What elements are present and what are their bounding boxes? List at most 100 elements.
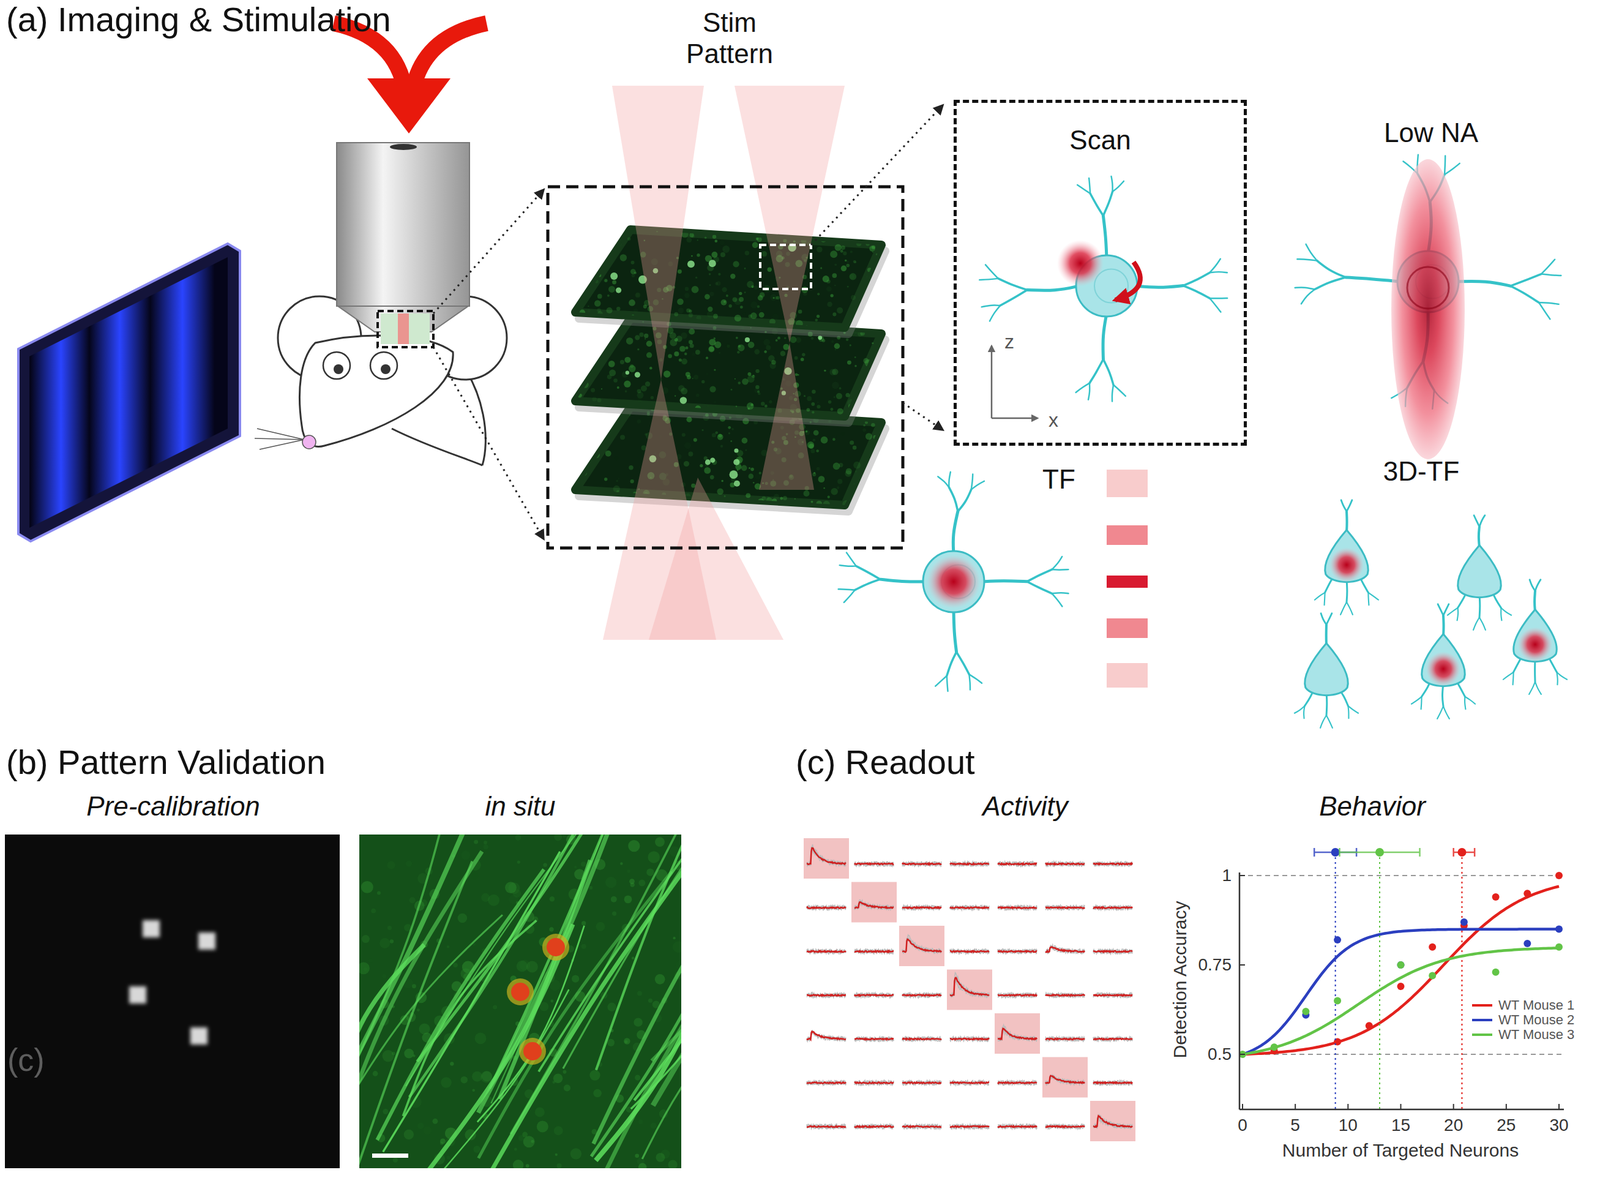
fluorescence-speck bbox=[852, 398, 860, 406]
target-cell bbox=[523, 1041, 542, 1061]
fluorescence-speck bbox=[382, 1049, 395, 1062]
trial-trace bbox=[1045, 1123, 1085, 1129]
fluorescence-speck bbox=[590, 315, 592, 318]
fluorescence-speck bbox=[593, 1088, 602, 1098]
fluorescence-speck bbox=[631, 273, 636, 278]
fluorescence-speck bbox=[576, 358, 579, 360]
mean-trace bbox=[1045, 863, 1085, 865]
fluorescence-speck bbox=[631, 314, 635, 317]
fluorescence-speck bbox=[607, 1002, 616, 1012]
fluorescence-speck bbox=[724, 274, 728, 278]
fluorescence-speck bbox=[641, 321, 649, 329]
fluorescence-speck bbox=[693, 438, 698, 442]
fluorescence-speck bbox=[811, 336, 815, 340]
trial-trace bbox=[997, 992, 1037, 998]
fluorescence-speck bbox=[859, 413, 863, 417]
mouse-head bbox=[299, 335, 453, 447]
fluorescence-speck bbox=[869, 245, 876, 252]
dendrite bbox=[971, 481, 985, 490]
dendrite bbox=[953, 511, 958, 554]
trial-trace bbox=[1045, 905, 1085, 911]
dendrite bbox=[998, 278, 1028, 291]
fluorescence-speck bbox=[826, 286, 832, 292]
dendrite bbox=[1510, 274, 1542, 287]
fluorescence-speck bbox=[703, 467, 711, 474]
dendrite bbox=[1346, 601, 1353, 615]
fluorescence-speck bbox=[703, 456, 708, 460]
fluorescence-speck bbox=[867, 267, 872, 272]
fluorescence-speck bbox=[580, 440, 585, 445]
fluorescence-speck bbox=[859, 331, 865, 337]
fluorescence-speck bbox=[706, 310, 714, 318]
fluorescence-speck bbox=[754, 285, 759, 290]
fluorescence-speck bbox=[608, 360, 616, 368]
fluorescence-speck bbox=[403, 1129, 414, 1140]
tick-mark bbox=[1239, 964, 1245, 966]
trial-trace bbox=[806, 1080, 846, 1086]
trial-trace bbox=[902, 1123, 942, 1129]
dendrite bbox=[1538, 302, 1550, 319]
fluorescence-speck bbox=[579, 366, 585, 372]
fluorescence-speck bbox=[648, 998, 653, 1003]
fluorescence-speck bbox=[593, 451, 600, 458]
fluorescence-speck bbox=[633, 1017, 643, 1026]
data-point bbox=[1555, 943, 1563, 951]
fluorescence-speck bbox=[827, 495, 830, 499]
dendrite bbox=[1183, 272, 1210, 286]
mean-trace bbox=[902, 1082, 942, 1084]
fluorescence-speck bbox=[816, 246, 823, 253]
trial-trace bbox=[949, 905, 990, 910]
fluorescence-speck bbox=[604, 477, 608, 481]
fluorescence-speck bbox=[878, 471, 881, 474]
fluorescence-speck bbox=[876, 273, 879, 276]
fluorescence-speck bbox=[858, 414, 862, 419]
fluorescence-speck bbox=[553, 834, 562, 841]
fluorescence-speck bbox=[716, 487, 724, 495]
mouse-pupil bbox=[333, 364, 344, 374]
fluorescence-speck bbox=[634, 1153, 640, 1158]
fluorescence-speck bbox=[483, 840, 488, 845]
fluorescence-speck bbox=[626, 869, 631, 873]
x-axis bbox=[991, 417, 1038, 420]
neuron-soma bbox=[1513, 609, 1558, 662]
dendrite bbox=[1443, 705, 1450, 719]
temporal-focus-bar bbox=[1106, 469, 1148, 498]
fluorescence-speck bbox=[597, 397, 602, 403]
fluorescence-speck bbox=[620, 254, 627, 261]
dendrite bbox=[1297, 258, 1317, 261]
fluorescence-speck bbox=[667, 353, 673, 359]
fluorescence-speck bbox=[587, 305, 589, 307]
trial-trace bbox=[949, 1123, 990, 1129]
fluorescence-speck bbox=[820, 235, 828, 243]
trial-trace bbox=[997, 1123, 1037, 1129]
fluorescence-speck bbox=[474, 1031, 487, 1044]
fluorescence-speck bbox=[643, 333, 649, 338]
fluorescence-speck bbox=[836, 307, 843, 314]
tick-mark bbox=[1453, 1103, 1455, 1110]
fluorescence-speck bbox=[865, 432, 873, 440]
data-point bbox=[1397, 982, 1405, 990]
fluorescent-fiber bbox=[409, 834, 597, 1097]
fluorescence-speck bbox=[759, 291, 766, 298]
fluorescence-speck bbox=[826, 279, 830, 283]
fluorescence-speck bbox=[593, 451, 596, 455]
fluorescence-speck bbox=[583, 411, 587, 415]
fluorescence-speck bbox=[640, 385, 647, 392]
fluorescence-speck bbox=[717, 433, 724, 441]
fluorescence-speck bbox=[600, 496, 606, 502]
fluorescent-cell bbox=[625, 370, 630, 375]
dendrite bbox=[1324, 592, 1326, 605]
trial-trace bbox=[902, 1080, 942, 1086]
fluorescence-speck bbox=[691, 234, 695, 239]
fluorescence-speck bbox=[629, 414, 632, 417]
mean-trace bbox=[1093, 950, 1133, 952]
fluorescence-speck bbox=[704, 293, 711, 300]
fluorescence-speck bbox=[677, 269, 682, 274]
mean-trace bbox=[854, 994, 894, 996]
fluorescence-speck bbox=[624, 389, 628, 393]
fluorescent-fiber bbox=[417, 834, 643, 1062]
trial-trace bbox=[949, 905, 990, 911]
fluorescence-speck bbox=[757, 390, 760, 393]
fluorescence-speck bbox=[816, 467, 821, 471]
fluorescence-speck bbox=[628, 465, 633, 470]
